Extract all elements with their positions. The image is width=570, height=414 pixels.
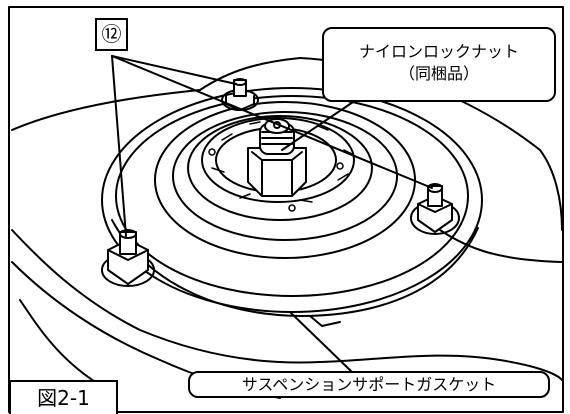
tower-edge-bottom [11, 229, 563, 381]
nylon-lock-nut-callout: ナイロンロックナット （同梱品） [322, 27, 556, 102]
gasket-plate-outer [101, 87, 483, 313]
nut-callout-line2: （同梱品） [398, 64, 479, 83]
nut-callout-line1: ナイロンロックナット [358, 42, 519, 61]
stud-nut-right [410, 183, 460, 235]
leader-lines-part-12 [111, 55, 433, 237]
stud-nut-left [101, 229, 155, 287]
tower-edge-left [19, 299, 101, 386]
leader-line-gasket [289, 311, 353, 373]
part-number-badge: ⑫ [95, 18, 128, 51]
leader-line-nut [281, 99, 357, 151]
gasket-tab [309, 315, 341, 327]
mount-ring-3 [187, 115, 373, 221]
gasket-plate-inner [115, 95, 469, 297]
figure-label: 図2-1 [9, 380, 118, 414]
mount-ring-2 [172, 111, 398, 241]
bearing-plate [201, 117, 355, 203]
gasket-plate-lip [111, 219, 479, 317]
gasket-callout: サスペンションサポートガスケット [188, 371, 550, 398]
bearing-slots [208, 121, 353, 212]
tower-edge-side [439, 229, 563, 263]
frame-border [8, 6, 564, 413]
